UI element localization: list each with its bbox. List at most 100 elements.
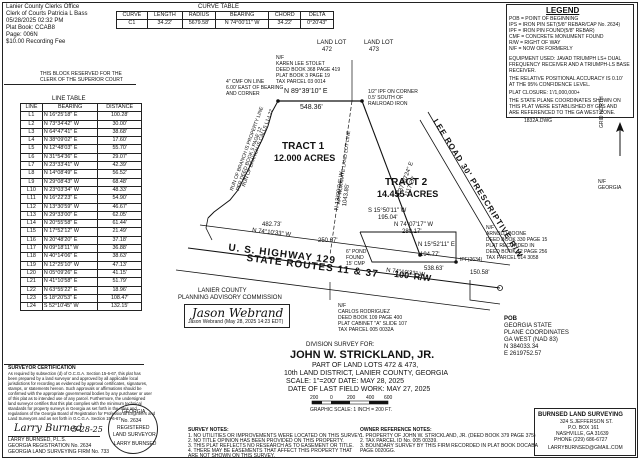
legend-note: THIS PLAT WERE ESTABLISHED BY GPS AND — [509, 104, 618, 110]
firm-line: NASHVILLE, GA 31639 — [556, 431, 609, 437]
distance-label: 538.63' — [424, 266, 444, 272]
recording-line: Clerk of Courts Patricia L Bass — [6, 11, 88, 17]
line-id-cell: L5 — [20, 144, 43, 154]
line-id-cell: L19 — [20, 260, 43, 270]
note-line: AND CORNER — [226, 91, 260, 97]
bearing-cell: N 05°09'26" E — [41, 268, 99, 279]
distance-cell: 30.00' — [97, 119, 142, 129]
line-id-cell: L23 — [20, 293, 43, 304]
tract1-title: TRACT 1 — [282, 141, 325, 152]
note-item: 3. BOUNDARY SURVEY BY THIS FIRM RECORDED… — [360, 443, 538, 449]
planning-signature-box — [184, 304, 290, 328]
note-line: FOUND — [346, 255, 364, 261]
note-item: 2. NO TITLE OPINION HAS BEEN PROVIDED ON… — [188, 438, 344, 444]
bearing-cell: N 38°09'02" E — [41, 136, 99, 146]
planning-signature: Jason Webrand — [192, 306, 284, 320]
distance-cell: 17.60' — [97, 136, 142, 146]
line-id-cell: L7 — [20, 161, 43, 171]
distance-cell: 55.70' — [97, 144, 142, 154]
bearing-label: S 15°50'11" W — [368, 208, 407, 214]
bearing-cell: N 63°55'22" E — [41, 285, 99, 295]
bearing-cell: N 23°03'34" W — [41, 185, 99, 196]
note-item: 2. TAX PARCEL ID No. 005 00339. — [360, 438, 438, 444]
distance-label: 250.67' — [318, 238, 338, 244]
note-line: 4" CMF ON LINE — [226, 79, 265, 85]
firm-name: BURNSED LAND SURVEYING — [538, 412, 623, 418]
distance-cell: 108.47' — [97, 293, 142, 304]
legend-title: LEGEND — [546, 6, 580, 15]
col-header: LINE — [20, 102, 43, 113]
bearing-cell: N 09°18'11" W — [41, 244, 99, 254]
bearing-cell: N 41°10'58" E — [41, 277, 99, 287]
distance-label: 195.04' — [378, 215, 398, 221]
line-id-cell: L24 — [20, 302, 43, 312]
distance-cell: 51.79' — [97, 277, 142, 287]
firm-box — [534, 408, 636, 456]
seal-text: LARRY BURNSED — [114, 441, 157, 447]
bearing-cell: S 18°20'53" E — [41, 293, 99, 304]
sig-line: GEORGIA REGISTRATION No. 2634 — [8, 443, 92, 449]
title-line: PART OF LAND LOTS 472 & 473, — [312, 362, 419, 369]
legend-item: R/W = RIGHT OF WAY — [509, 40, 561, 46]
legend-item: IPS = IRON PIN SET(5/8" REBAR/CAP No. 26… — [509, 22, 621, 28]
distance-cell: 47.13' — [97, 260, 142, 270]
line-table-title: LINE TABLE — [52, 96, 86, 102]
bearing-cell: N 14°08'49" E — [41, 169, 99, 179]
title-line: 10th LAND DISTRICT, LANIER COUNTY, GEORG… — [284, 370, 449, 377]
pob-line: PLANE COORDINATES — [504, 330, 569, 336]
north-arrow-icon — [616, 122, 624, 156]
recording-line: Page: 006N — [6, 32, 38, 38]
tract2-acres: 14.455 ACRES — [377, 189, 439, 199]
distance-cell: 21.49' — [97, 227, 142, 237]
scale-tick: 200 — [347, 395, 356, 401]
distance-cell: 61.44' — [97, 219, 142, 229]
planning-sig-caption: Jason Webrand (May 28, 2025 14:23 EDT) — [188, 319, 284, 325]
legend-note: RECEIVER. — [509, 68, 536, 74]
cert-line: land surveyor certifies that this plat c… — [8, 401, 142, 406]
distance-label: 548.36' — [300, 104, 323, 111]
distance-cell: 100.28' — [97, 111, 142, 121]
curve-table: CURVE LENGTH RADIUS BEARING CHORD DELTA … — [116, 10, 334, 29]
seal-text: GEORGIA — [122, 409, 146, 415]
cell: 34.22' — [268, 19, 302, 29]
distance-cell: 48.33' — [97, 185, 142, 196]
title-prepared: DIVISION SURVEY FOR: — [306, 342, 375, 348]
line-id-cell: L2 — [20, 119, 43, 129]
legend-item: N/F = NOW OR FORMERLY — [509, 46, 573, 52]
seal-text: LAND SURVEYOR — [113, 432, 156, 438]
scale-tick: 200 — [310, 395, 319, 401]
line-id-cell: L16 — [20, 235, 43, 246]
note-line: 6" POND — [346, 249, 367, 255]
curve-table-header: CURVE LENGTH RADIUS BEARING CHORD DELTA — [116, 10, 334, 21]
recorder-divider — [4, 84, 136, 85]
nf-line: CARLOS RODRIGUEZ — [338, 309, 390, 315]
cell: 5679.58' — [181, 19, 217, 29]
legend-item: POB = POINT OF BEGINNING — [509, 16, 579, 22]
note-item: 3. THIS PLAT REFLECTS NO RESEARCH AS TO … — [188, 443, 354, 449]
land-lot-label: LAND LOT — [317, 40, 347, 46]
distance-cell: 68.48' — [97, 177, 142, 187]
line-id-cell: L8 — [20, 169, 43, 179]
line-id-cell: L22 — [20, 285, 43, 295]
nf-line: TAX PARCEL 005 0032A — [338, 327, 394, 333]
legend-item: CMF = CONCRETE MONUMENT FOUND — [509, 34, 604, 40]
bearing-cell: N 20°55'58" E — [41, 219, 99, 229]
note-line: 1/2" IPF ON CORNER — [368, 89, 418, 95]
north-arrow — [590, 120, 630, 160]
sig-line: LARRY BURNSED, P.L.S. — [8, 437, 67, 443]
line-id-cell: L1 — [20, 111, 43, 121]
cert-line: been prepared by a land surveyor and app… — [8, 376, 139, 381]
distance-cell: 54.90' — [97, 194, 142, 204]
bearing-label: N 15°52'11" E — [418, 242, 455, 248]
